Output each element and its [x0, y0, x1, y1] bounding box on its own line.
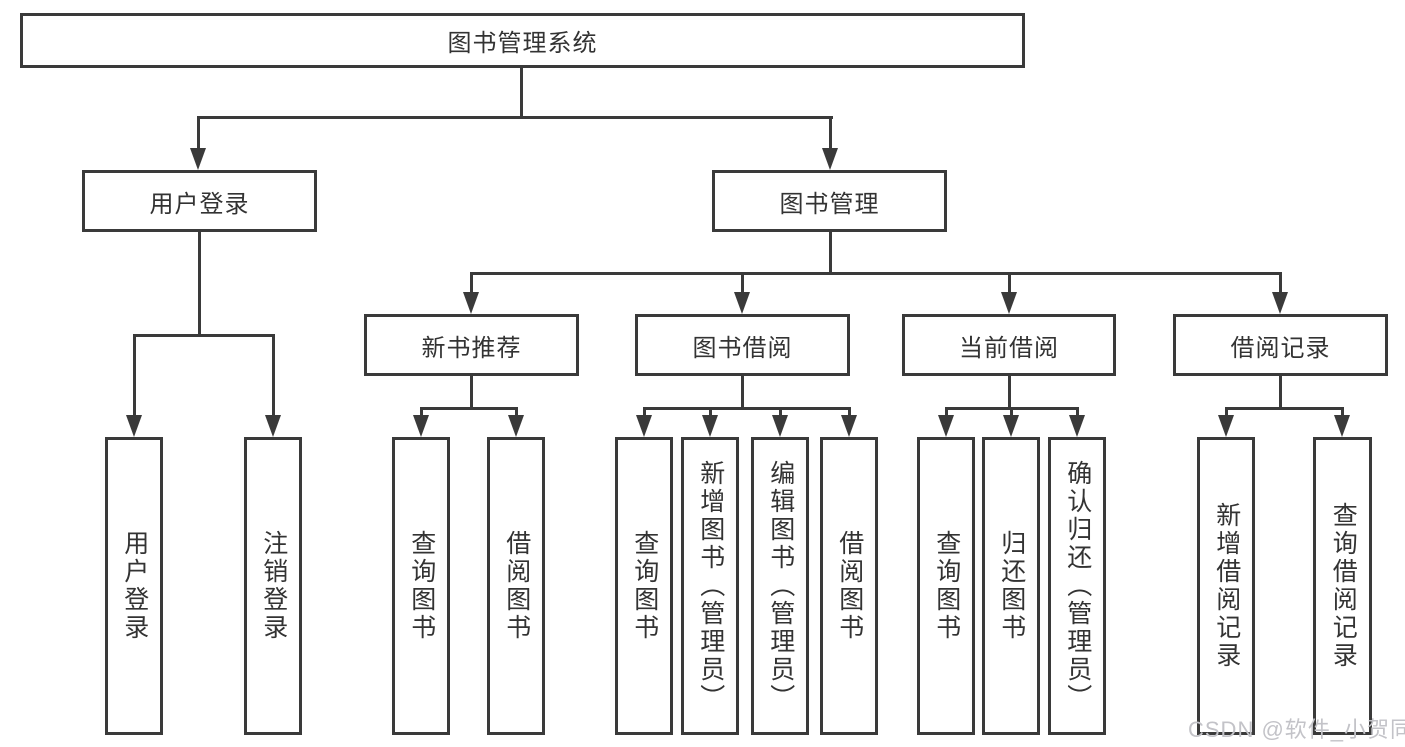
connector-line — [1279, 374, 1282, 410]
arrow-down-icon — [1069, 415, 1085, 437]
connector-line — [470, 272, 1282, 275]
arrow-down-icon — [463, 292, 479, 314]
node-label: 图书借阅 — [692, 334, 793, 362]
arrow-down-icon — [126, 415, 142, 437]
leaf-add-books-admin: 新增图书（管理员） — [681, 437, 739, 735]
connector-line — [197, 116, 200, 150]
connector-line — [1008, 374, 1011, 410]
leaf-confirm-return-admin: 确认归还（管理员） — [1048, 437, 1106, 735]
leaf-user-login: 用户登录 — [105, 437, 163, 735]
connector-line — [848, 407, 851, 419]
leaf-query-books-recommend: 查询图书 — [392, 437, 450, 735]
connector-line — [520, 66, 523, 119]
leaf-label: 借阅图书 — [502, 530, 531, 642]
leaf-query-books-current: 查询图书 — [917, 437, 975, 735]
node-label: 当前借阅 — [959, 334, 1059, 362]
connector-line — [197, 116, 833, 119]
arrow-down-icon — [636, 415, 652, 437]
arrow-down-icon — [734, 292, 750, 314]
arrow-down-icon — [822, 148, 838, 170]
leaf-return-books: 归还图书 — [982, 437, 1040, 735]
leaf-borrow-books-recommend: 借阅图书 — [487, 437, 545, 735]
node-label: 借阅记录 — [1230, 334, 1331, 362]
connector-line — [779, 407, 782, 419]
connector-line — [515, 407, 518, 419]
connector-line — [470, 374, 473, 410]
connector-line — [272, 334, 275, 416]
arrow-down-icon — [1001, 292, 1017, 314]
node-book-borrow: 图书借阅 — [635, 314, 850, 376]
leaf-label: 确认归还（管理员） — [1063, 460, 1092, 712]
node-label: 图书管理系统 — [447, 30, 598, 57]
csdn-watermark: CSDN @软件_小贺同学 — [1188, 717, 1405, 742]
connector-line — [133, 334, 275, 337]
node-label: 新书推荐 — [421, 334, 522, 362]
leaf-label: 查询图书 — [932, 530, 961, 642]
connector-line — [709, 407, 712, 419]
connector-line — [1225, 407, 1343, 410]
node-label: 用户登录 — [149, 190, 250, 218]
leaf-label: 查询图书 — [630, 530, 659, 642]
node-library-management-system: 图书管理系统 — [20, 13, 1025, 68]
leaf-query-books-borrow: 查询图书 — [615, 437, 673, 735]
arrow-down-icon — [702, 415, 718, 437]
arrow-down-icon — [1272, 292, 1288, 314]
node-borrow-records: 借阅记录 — [1173, 314, 1388, 376]
leaf-label: 查询借阅记录 — [1329, 502, 1358, 670]
arrow-down-icon — [1218, 415, 1234, 437]
connector-line — [829, 116, 832, 150]
leaf-label: 用户登录 — [120, 530, 149, 642]
connector-line — [470, 272, 473, 294]
connector-line — [643, 407, 646, 419]
connector-line — [1225, 407, 1228, 419]
leaf-logout: 注销登录 — [244, 437, 302, 735]
arrow-down-icon — [190, 148, 206, 170]
arrow-down-icon — [938, 415, 954, 437]
connector-line — [133, 334, 136, 416]
connector-line — [1076, 407, 1079, 419]
connector-line — [829, 231, 832, 275]
node-book-management: 图书管理 — [712, 170, 947, 232]
leaf-label: 查询图书 — [407, 530, 436, 642]
arrow-down-icon — [508, 415, 524, 437]
leaf-label: 新增图书（管理员） — [696, 460, 725, 712]
connector-line — [198, 231, 201, 337]
arrow-down-icon — [1334, 415, 1350, 437]
leaf-label: 注销登录 — [259, 530, 288, 642]
leaf-label: 归还图书 — [997, 530, 1026, 642]
leaf-label: 编辑图书（管理员） — [766, 460, 795, 712]
node-new-book-recommend: 新书推荐 — [364, 314, 579, 376]
connector-line — [1008, 272, 1011, 294]
arrow-down-icon — [841, 415, 857, 437]
connector-line — [643, 407, 851, 410]
leaf-add-borrow-record: 新增借阅记录 — [1197, 437, 1255, 735]
arrow-down-icon — [265, 415, 281, 437]
arrow-down-icon — [772, 415, 788, 437]
leaf-borrow-books: 借阅图书 — [820, 437, 878, 735]
arrow-down-icon — [413, 415, 429, 437]
connector-line — [1341, 407, 1344, 419]
leaf-label: 借阅图书 — [835, 530, 864, 642]
leaf-edit-books-admin: 编辑图书（管理员） — [751, 437, 809, 735]
connector-line — [741, 272, 744, 294]
arrow-down-icon — [1003, 415, 1019, 437]
connector-line — [1010, 407, 1013, 419]
connector-line — [1279, 272, 1282, 294]
connector-line — [420, 407, 423, 419]
leaf-label: 新增借阅记录 — [1212, 502, 1241, 670]
node-label: 图书管理 — [779, 190, 880, 218]
connector-line — [741, 374, 744, 410]
connector-line — [420, 407, 518, 410]
leaf-query-borrow-record: 查询借阅记录 — [1313, 437, 1372, 735]
node-user-login: 用户登录 — [82, 170, 317, 232]
node-current-borrow: 当前借阅 — [902, 314, 1116, 376]
connector-line — [945, 407, 948, 419]
